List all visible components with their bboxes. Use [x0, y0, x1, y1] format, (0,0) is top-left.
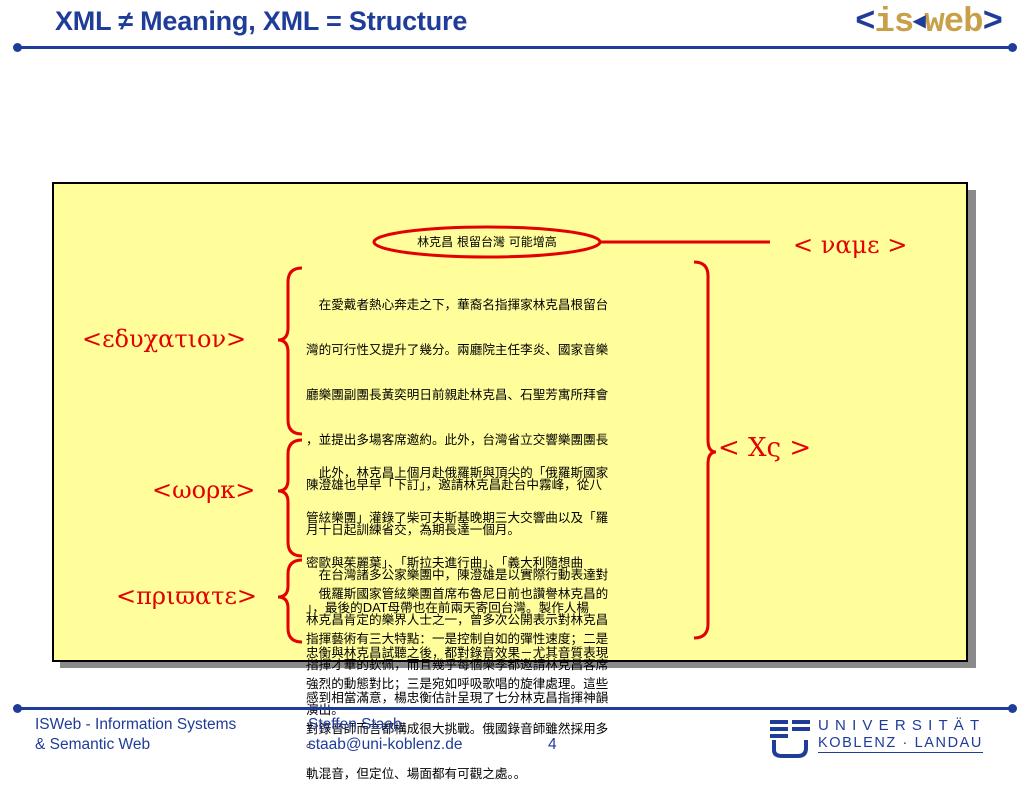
- tag-education-label: <εδυχατιον>: [82, 325, 247, 353]
- text-line: ，並提出多場客席邀約。此外，台灣省立交響樂團團長: [306, 432, 609, 447]
- text-line: 廳樂團副團長黃奕明日前親赴林克昌、石聖芳寓所拜會: [306, 387, 609, 402]
- footer-rule: [18, 707, 1012, 710]
- text-line: 林克昌肯定的樂界人士之一，曾多次公開表示對林克昌: [306, 612, 609, 627]
- text-line: 在台灣諸多公家樂團中，陳澄雄是以實際行動表達對: [306, 567, 609, 582]
- university-logo-icon: [770, 720, 810, 758]
- logo-close-bracket: >: [982, 4, 1003, 42]
- header-rule-right-dot: [1008, 43, 1017, 52]
- page-number: 4: [548, 736, 557, 753]
- tag-cv-label: < Χς >: [718, 433, 812, 463]
- university-campus: KOBLENZ · LANDAU: [818, 735, 983, 753]
- tag-private-label: <πριϖατε>: [116, 582, 257, 610]
- footer-org-line-1: ISWeb - Information Systems: [35, 716, 237, 733]
- text-line: 。: [306, 735, 319, 750]
- footer-org-line-2: & Semantic Web: [35, 736, 151, 753]
- text-line: 在愛戴者熱心奔走之下，華裔名指揮家林克昌根留台: [306, 297, 609, 312]
- slide-title: XML ≠ Meaning, XML = Structure: [55, 6, 468, 36]
- text-line: 月十日起訓練省交，為期長達一個月。: [306, 522, 521, 537]
- logo-share-icon: ◂: [913, 9, 925, 36]
- footer-organization: ISWeb - Information Systems & Semantic W…: [35, 715, 236, 755]
- text-line: 指揮藝術有三大特點：一是控制自如的彈性速度；二是: [306, 631, 609, 646]
- text-line: 」，最後的DAT母帶也在前兩天寄回台灣。製作人楊: [306, 600, 589, 615]
- tag-work-label: <ωορκ>: [152, 476, 256, 504]
- text-line: 指揮才華的欽佩，而且幾乎每個樂季都邀請林克昌客席: [306, 657, 609, 672]
- text-line: 感到相當滿意，楊忠衡估計呈現了七分林克昌指揮神韻: [306, 690, 609, 705]
- university-name: UNIVERSITÄT: [818, 717, 986, 734]
- tag-name-label: < ναμε >: [793, 231, 908, 259]
- footer-author-name: Steffen Staab: [308, 716, 402, 733]
- text-line: 俄羅斯國家管絃樂團首席布魯尼日前也讚譽林克昌的: [306, 586, 609, 601]
- footer-rule-left-dot: [13, 704, 22, 713]
- header-rule: [18, 46, 1012, 49]
- isweb-logo: <is◂web>: [855, 4, 1003, 42]
- footer-rule-right-dot: [1008, 704, 1017, 713]
- text-line: 管絃樂團」灌錄了柴可夫斯基晚期三大交響曲以及「羅: [306, 510, 609, 525]
- document-title: 林克昌 根留台灣 可能增高: [417, 235, 557, 249]
- footer-author: Steffen Staab staab@uni-koblenz.de: [308, 715, 462, 755]
- paragraph-work: 此外，林克昌上個月赴俄羅斯與頂尖的「俄羅斯國家 管絃樂團」灌錄了柴可夫斯基晚期三…: [306, 435, 608, 765]
- document-panel: [52, 182, 968, 662]
- logo-web-text: web: [924, 4, 983, 42]
- text-line: 對錄音師而言都構成很大挑戰。俄國錄音師雖然採用多: [306, 721, 609, 736]
- paragraph-private: 俄羅斯國家管絃樂團首席布魯尼日前也讚譽林克昌的 指揮藝術有三大特點：一是控制自如…: [306, 556, 608, 796]
- logo-is-text: is: [874, 4, 915, 42]
- footer-author-email: staab@uni-koblenz.de: [308, 736, 463, 753]
- paragraph-education: 在愛戴者熱心奔走之下，華裔名指揮家林克昌根留台 灣的可行性又提升了幾分。兩廳院主…: [306, 267, 608, 732]
- text-line: 灣的可行性又提升了幾分。兩廳院主任李炎、國家音樂: [306, 342, 609, 357]
- header-rule-left-dot: [13, 43, 22, 52]
- text-line: 忠衡與林克昌試聽之後，都對錄音效果－尤其音質表現: [306, 645, 609, 660]
- text-line: 密歐與茱麗葉」、「斯拉夫進行曲」、「義大利隨想曲: [306, 555, 584, 570]
- text-line: 軌混音，但定位、場面都有可觀之處。。: [306, 766, 527, 781]
- logo-open-bracket: <: [855, 4, 875, 42]
- text-line: 陳澄雄也早早「下訂」，邀請林克昌赴台中霧峰，從八: [306, 477, 602, 492]
- text-line: 此外，林克昌上個月赴俄羅斯與頂尖的「俄羅斯國家: [306, 465, 609, 480]
- text-line: 強烈的動態對比；三是宛如呼吸歌唱的旋律處理。這些: [306, 676, 609, 691]
